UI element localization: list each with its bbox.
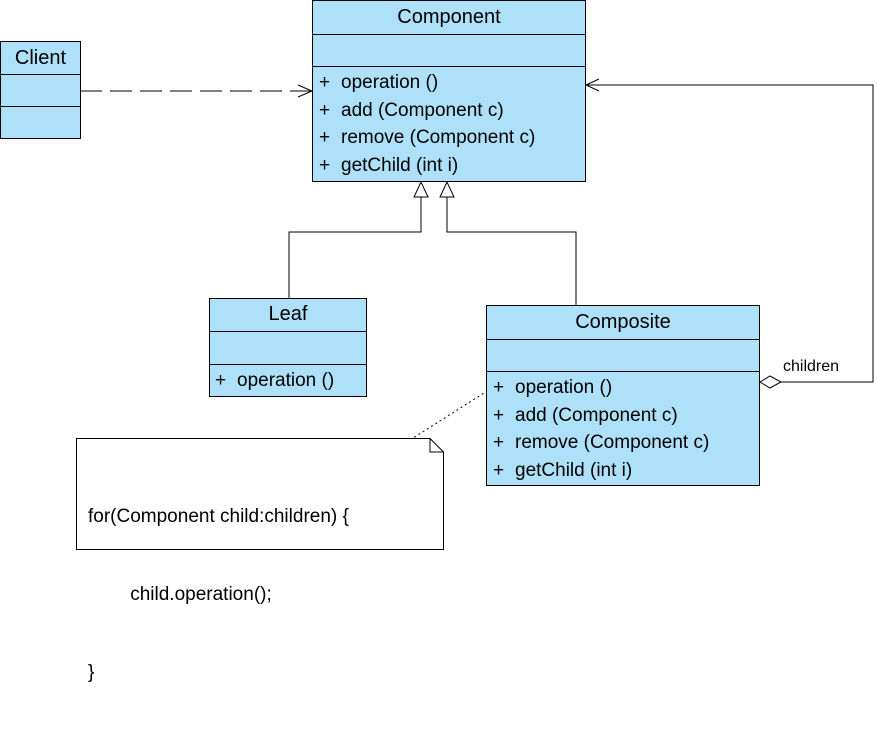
composite-operation: +getChild (int i) [493, 459, 633, 481]
component-operation: +add (Component c) [319, 99, 504, 121]
component-attributes [313, 35, 585, 67]
leaf-attributes [210, 332, 366, 365]
connector-layer [80, 78, 874, 441]
component-operation: +getChild (int i) [319, 154, 459, 176]
note-line: for(Component child:children) { [88, 506, 349, 527]
leaf-generalization-triangle [413, 180, 429, 198]
children-aggregation-line [586, 84, 874, 383]
aggregation-arrowhead [584, 78, 600, 92]
component-operation: +remove (Component c) [319, 127, 536, 148]
client-operations [1, 107, 80, 138]
note-text: for(Component child:children) { child.op… [88, 452, 349, 738]
aggregation-diamond [759, 375, 783, 389]
client-attributes [1, 75, 80, 107]
note-line: } [88, 662, 95, 683]
component-class: Component +operation () +add (Component … [312, 0, 586, 182]
note-anchor-line [409, 385, 496, 441]
children-role-label: children [783, 358, 840, 375]
client-class: Client [0, 41, 81, 139]
client-class-name: Client [1, 42, 80, 75]
note-line: child.operation(); [88, 584, 272, 605]
composite-class: Composite +operation () +add (Component … [486, 305, 760, 486]
note-shape [76, 438, 444, 550]
composite-class-name: Composite [487, 306, 759, 340]
composite-generalization-triangle [439, 180, 455, 198]
composite-operations: +operation () +add (Component c) +remove… [487, 372, 759, 484]
leaf-generalization-line [288, 197, 422, 300]
composite-attributes [487, 340, 759, 372]
leaf-operations: +operation () [210, 365, 366, 395]
component-operations: +operation () +add (Component c) +remove… [313, 67, 585, 179]
leaf-operation: +operation () [215, 370, 335, 391]
composite-operation: +remove (Component c) [493, 432, 710, 453]
leaf-class: Leaf +operation () [209, 298, 367, 397]
composite-generalization-line [446, 197, 577, 306]
component-class-name: Component [313, 1, 585, 35]
leaf-class-name: Leaf [210, 299, 366, 332]
composite-operation: +operation () [493, 377, 613, 398]
composite-operation: +add (Component c) [493, 404, 678, 426]
code-note: for(Component child:children) { child.op… [76, 438, 444, 683]
component-operation: +operation () [319, 72, 439, 93]
